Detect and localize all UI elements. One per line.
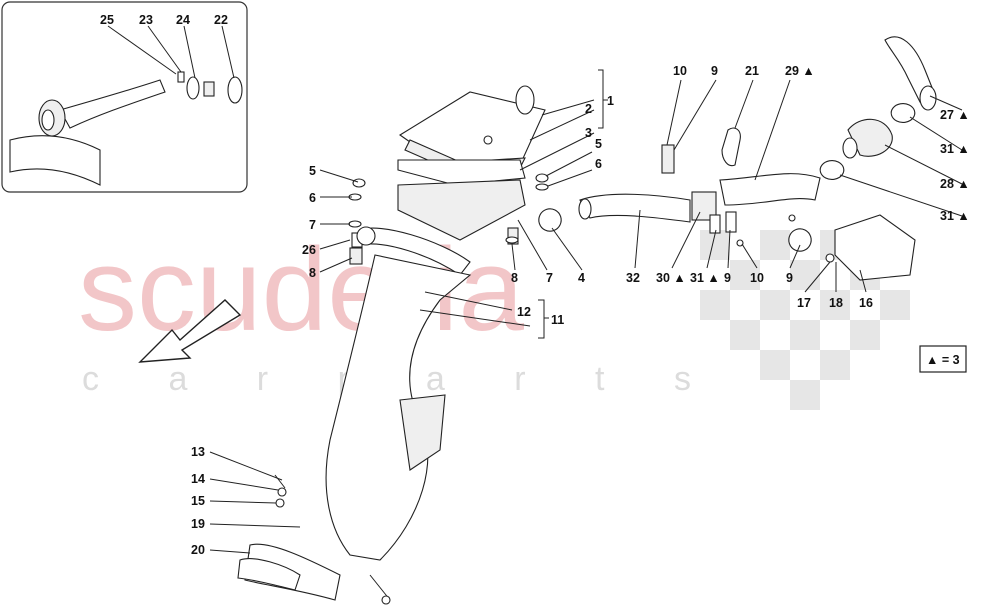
label-7-left: 7	[309, 218, 316, 232]
inset-leaders	[107, 25, 235, 79]
label-31-upper: 31 ▲	[940, 142, 970, 156]
label-22: 22	[214, 13, 228, 27]
label-24: 24	[176, 13, 190, 27]
label-12: 12	[517, 305, 531, 319]
label-27: 27 ▲	[940, 108, 970, 122]
air-intake-duct	[237, 254, 472, 605]
label-11: 11	[551, 313, 564, 327]
air-filter-box	[359, 85, 546, 276]
label-2: 2	[585, 102, 592, 116]
label-6-right: 6	[595, 157, 602, 171]
label-10-bottom: 10	[750, 271, 764, 285]
label-7-right: 7	[546, 271, 553, 285]
inset-pipe-drawing	[9, 71, 243, 186]
label-16: 16	[859, 296, 873, 310]
label-17: 17	[797, 296, 811, 310]
inset-frame	[1, 1, 248, 193]
label-4: 4	[578, 271, 585, 285]
label-9-top: 9	[711, 64, 718, 78]
label-31-bottom: 31 ▲	[690, 271, 720, 285]
label-19: 19	[191, 517, 205, 531]
label-29: 29 ▲	[785, 64, 815, 78]
label-25: 25	[100, 13, 114, 27]
label-10-top: 10	[673, 64, 687, 78]
label-9-right: 9	[786, 271, 793, 285]
label-31-lower: 31 ▲	[940, 209, 970, 223]
direction-arrow	[138, 299, 242, 363]
label-32: 32	[626, 271, 640, 285]
leader-lines	[209, 79, 963, 554]
label-6-left: 6	[309, 191, 316, 205]
label-26: 26	[302, 243, 316, 257]
label-18: 18	[829, 296, 843, 310]
label-9-bottom: 9	[724, 271, 731, 285]
label-8-left: 8	[309, 266, 316, 280]
label-8-right: 8	[511, 271, 518, 285]
label-23: 23	[139, 13, 153, 27]
label-3: 3	[585, 126, 592, 140]
label-30: 30 ▲	[656, 271, 686, 285]
intake-hoses	[578, 127, 916, 281]
label-20: 20	[191, 543, 205, 557]
intake-hoses-top-right	[819, 36, 937, 180]
label-13: 13	[191, 445, 205, 459]
bracket-11	[538, 299, 549, 339]
label-21: 21	[745, 64, 759, 78]
legend-box	[919, 345, 967, 373]
bracket-1	[598, 69, 608, 129]
label-5-right: 5	[595, 137, 602, 151]
label-15: 15	[191, 494, 205, 508]
label-14: 14	[191, 472, 205, 486]
label-5-left: 5	[309, 164, 316, 178]
legend-text: ▲ = 3	[926, 353, 960, 367]
label-1: 1	[607, 94, 614, 108]
label-28: 28 ▲	[940, 177, 970, 191]
